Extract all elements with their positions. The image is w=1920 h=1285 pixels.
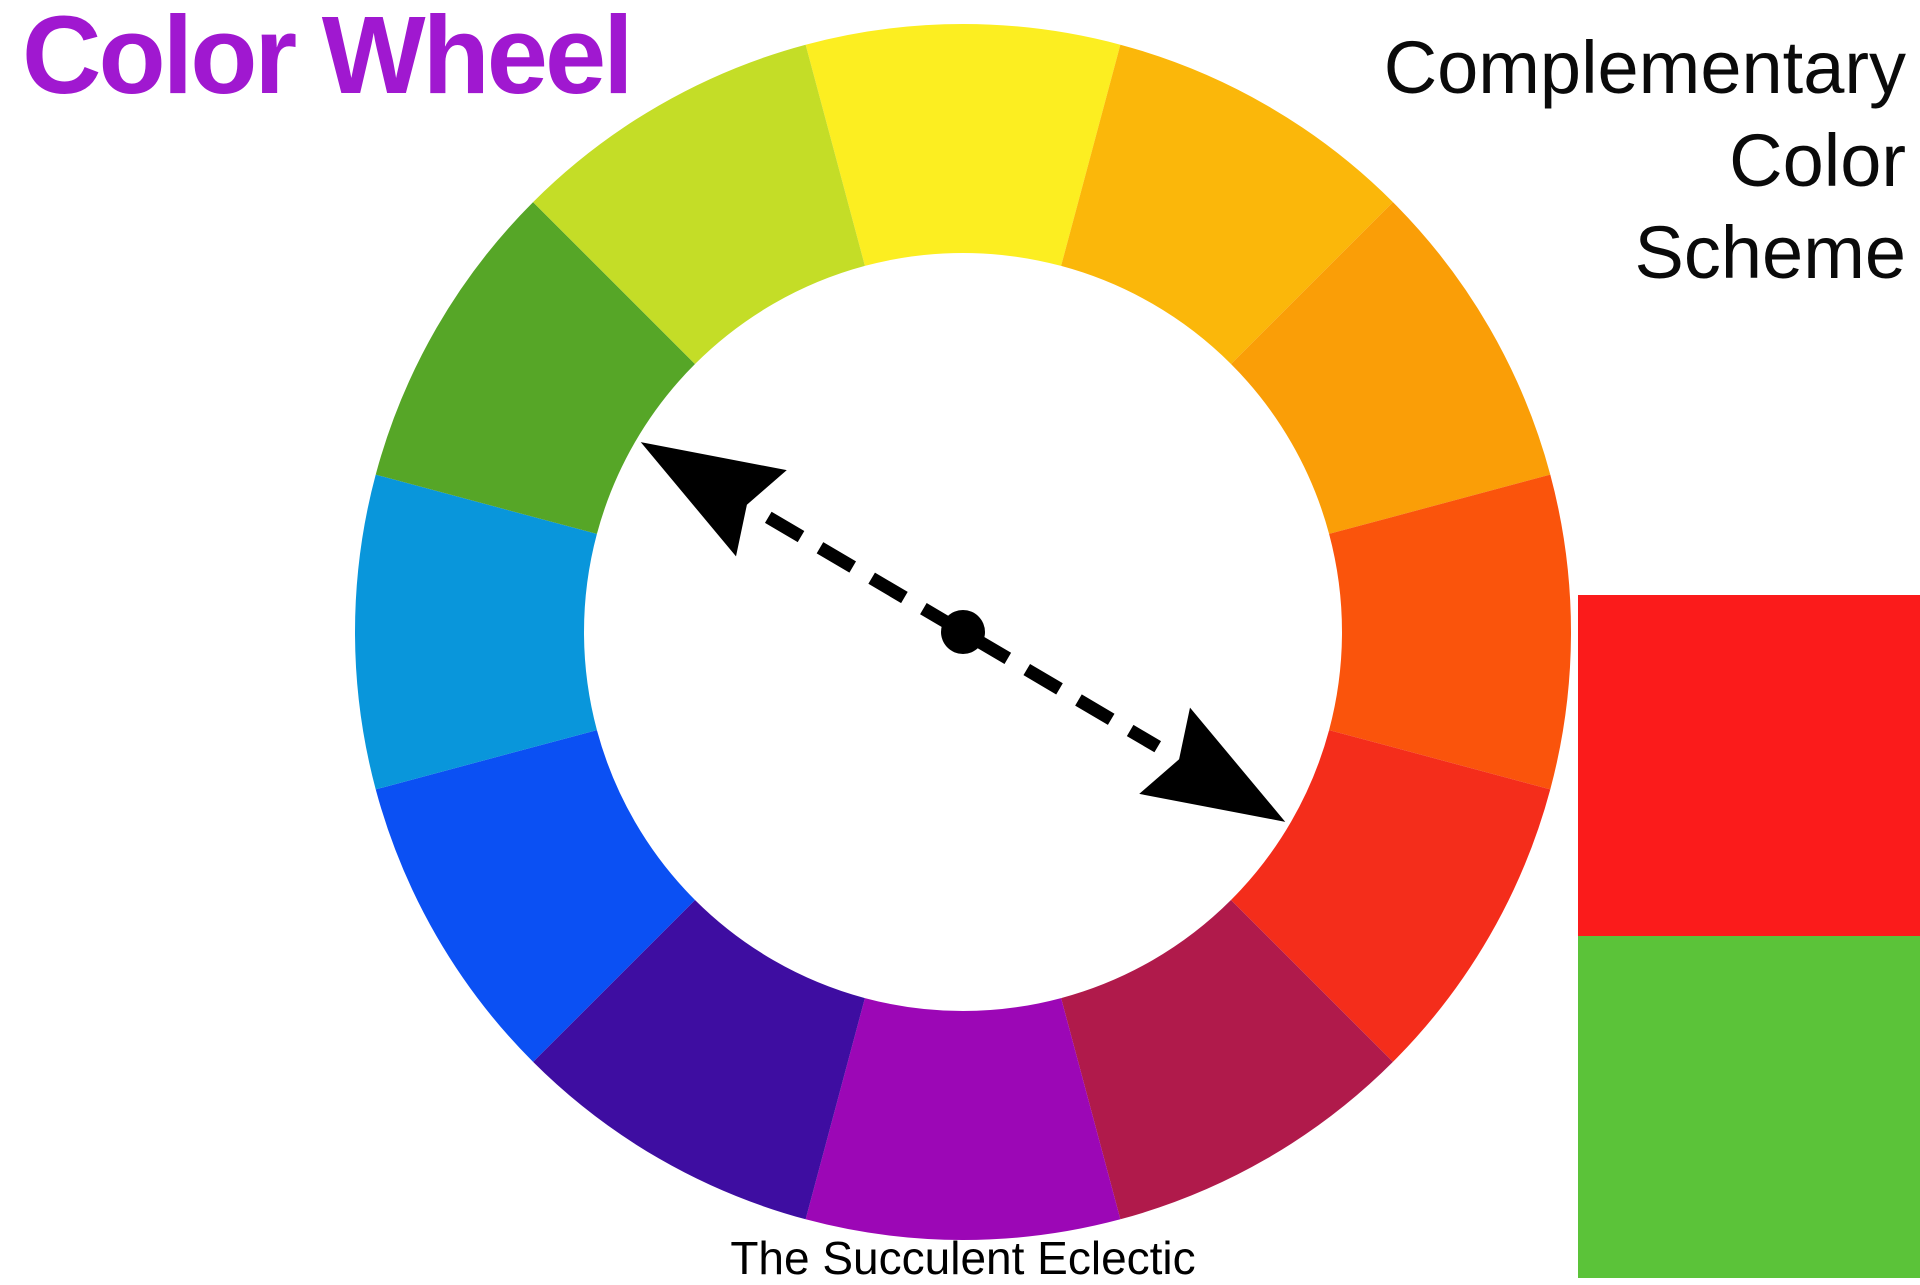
page-title: Color Wheel — [22, 0, 634, 117]
wheel-segment-azure-blue-9-oclock — [355, 474, 597, 790]
arrow-head-icon — [640, 442, 787, 557]
arrow-dashed-line — [764, 511, 1162, 753]
scheme-label-line-3: Scheme — [1634, 211, 1906, 294]
wheel-segment-yellow-green-11-oclock — [533, 44, 865, 365]
wheel-segment-green-10-oclock — [375, 202, 696, 534]
wheel-center-dot — [941, 610, 985, 654]
wheel-ring — [355, 24, 1572, 1240]
scheme-label-line-2: Color — [1729, 118, 1906, 202]
wheel-segment-blue-8-oclock — [375, 730, 696, 1062]
wheel-segment-orange-3-oclock — [1329, 474, 1572, 790]
complementary-arrow — [640, 442, 1286, 822]
wheel-segment-yellow-12-oclock — [805, 24, 1121, 266]
wheel-segment-amber-orange-2-oclock — [1230, 202, 1551, 534]
swatch-green — [1578, 936, 1920, 1278]
wheel-segment-yellow-orange-1-oclock — [1061, 44, 1393, 365]
wheel-segment-violet-7-oclock — [533, 899, 865, 1220]
wheel-segment-purple-6-oclock — [805, 998, 1121, 1240]
arrow-head-icon — [1139, 707, 1286, 822]
scheme-label: Complementary Color Scheme — [1384, 22, 1906, 300]
caption: The Succulent Eclectic — [730, 1232, 1196, 1284]
wheel-segment-red-orange-4-oclock — [1230, 730, 1551, 1062]
scheme-label-line-1: Complementary — [1383, 26, 1906, 109]
wheel-segment-dark-red-5-oclock — [1061, 899, 1393, 1220]
swatch-red — [1578, 595, 1920, 936]
